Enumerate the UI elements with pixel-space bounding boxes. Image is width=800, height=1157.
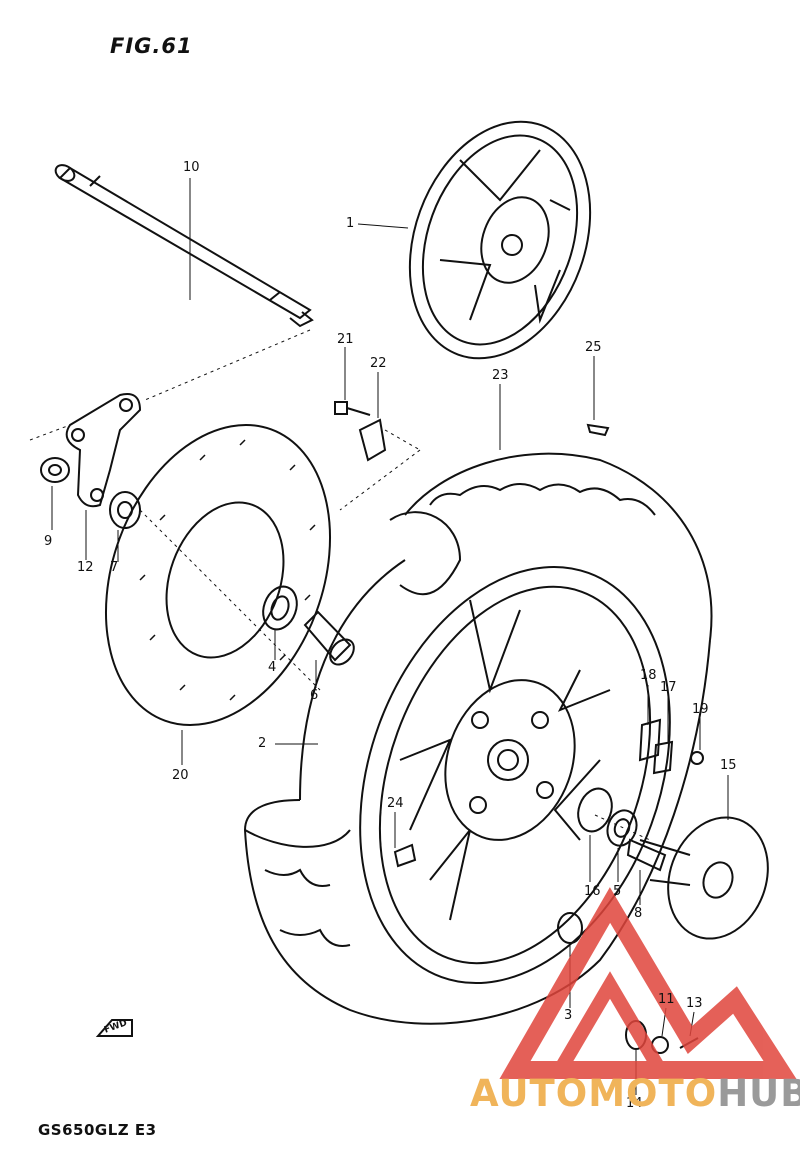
bolt-part-21 <box>334 401 371 416</box>
callout-16: 16 <box>584 884 601 899</box>
bracket-part-12 <box>65 393 142 508</box>
watermark-logo-mark <box>499 887 797 1079</box>
figure-title: FIG.61 <box>110 34 193 58</box>
plate-part-17 <box>652 740 674 775</box>
brake-disc-part-20 <box>104 423 332 727</box>
bearing-part-4 <box>262 585 298 631</box>
watermark-text-part1: AUTOMOTO <box>470 1072 718 1115</box>
callout-22: 22 <box>370 356 387 371</box>
callout-7: 7 <box>110 560 119 575</box>
callout-3: 3 <box>564 1008 573 1023</box>
callout-8: 8 <box>634 906 643 921</box>
callout-23: 23 <box>492 368 509 383</box>
callout-1: 1 <box>346 216 355 231</box>
callout-10: 10 <box>183 160 200 175</box>
callout-19: 19 <box>692 702 709 717</box>
nut-part-19 <box>690 751 704 765</box>
guide-lines <box>29 329 651 841</box>
callout-24: 24 <box>387 796 404 811</box>
watermark-text: AUTOMOTOHUB <box>470 1072 800 1115</box>
callout-17: 17 <box>660 680 677 695</box>
callout-25: 25 <box>585 340 602 355</box>
callout-4: 4 <box>268 660 277 675</box>
callout-2: 2 <box>258 736 267 751</box>
callout-12: 12 <box>77 560 94 575</box>
o-ring-part-16 <box>577 787 613 833</box>
wheel-part-2 <box>359 565 671 985</box>
lock-washer-part-22 <box>358 418 387 462</box>
model-code: GS650GLZ E3 <box>38 1121 157 1139</box>
callout-5: 5 <box>613 884 622 899</box>
cap-part-3 <box>557 912 583 944</box>
valve-part-25 <box>586 423 610 437</box>
tyre-part-23 <box>243 452 713 1025</box>
callout-18: 18 <box>640 668 657 683</box>
spacer-part-8 <box>626 838 667 872</box>
fwd-arrow-icon <box>95 1019 133 1037</box>
callout-14: 14 <box>626 1096 643 1111</box>
spacer-part-6 <box>303 610 355 666</box>
callout-15: 15 <box>720 758 737 773</box>
callout-20: 20 <box>172 768 189 783</box>
axle-part-10 <box>54 164 314 328</box>
lock-plate-part-18 <box>638 718 662 762</box>
callout-6: 6 <box>310 688 319 703</box>
callout-11: 11 <box>658 992 675 1007</box>
sprocket-hub-part-15 <box>639 816 769 940</box>
watermark-text-part2: HUB <box>717 1072 800 1115</box>
callout-13: 13 <box>686 996 703 1011</box>
rim-part-1 <box>408 120 592 360</box>
callout-9: 9 <box>44 534 53 549</box>
collar-part-9 <box>40 457 70 483</box>
bolt-part-24 <box>393 843 417 868</box>
callout-21: 21 <box>337 332 354 347</box>
